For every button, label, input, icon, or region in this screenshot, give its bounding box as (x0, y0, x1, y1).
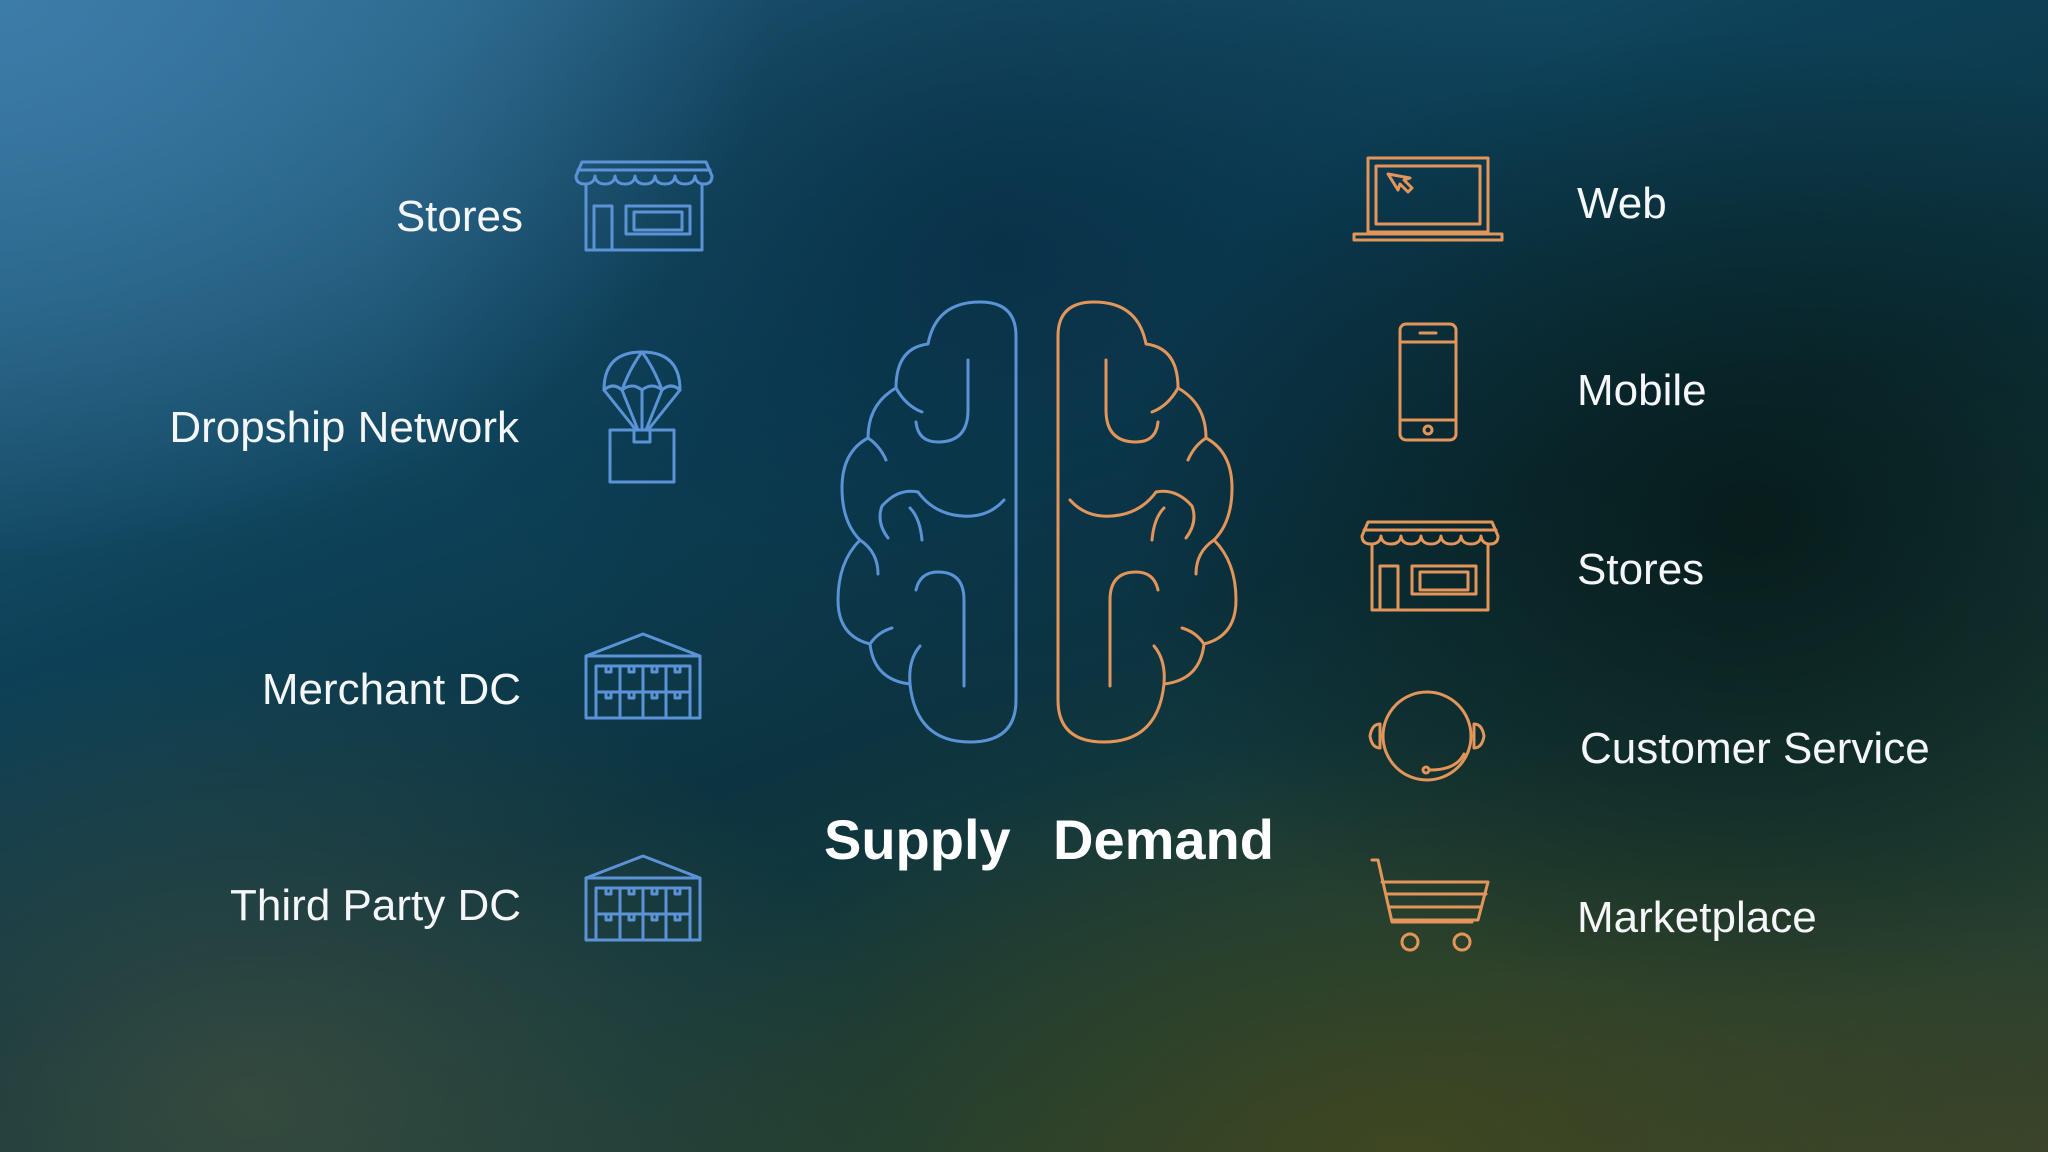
demand-label-mobile: Mobile (1577, 366, 1707, 415)
shopping-cart-icon (1368, 856, 1492, 954)
smartphone-icon (1396, 320, 1460, 444)
warehouse-icon (582, 852, 704, 944)
brain-right-hemisphere (1056, 300, 1238, 744)
supply-label-dropship-network: Dropship Network (169, 403, 519, 452)
parachute-box-icon (600, 348, 684, 486)
laptop-icon (1350, 154, 1506, 246)
supply-label-merchant-dc: Merchant DC (261, 665, 521, 714)
supply-title: Supply (824, 808, 1011, 871)
brain-left-hemisphere (836, 300, 1018, 744)
storefront-icon (1360, 518, 1500, 612)
warehouse-icon (582, 630, 704, 722)
demand-title: Demand (1053, 808, 1274, 871)
demand-label-stores: Stores (1577, 545, 1705, 594)
supply-label-stores: Stores (395, 192, 523, 241)
headset-icon (1364, 686, 1490, 786)
brain-icon (812, 296, 1262, 746)
supply-label-third-party-dc: Third Party DC (230, 881, 521, 930)
demand-label-customer-service: Customer Service (1580, 724, 1930, 773)
demand-label-web: Web (1577, 179, 1667, 228)
demand-label-marketplace: Marketplace (1577, 893, 1817, 942)
storefront-icon (574, 158, 714, 252)
